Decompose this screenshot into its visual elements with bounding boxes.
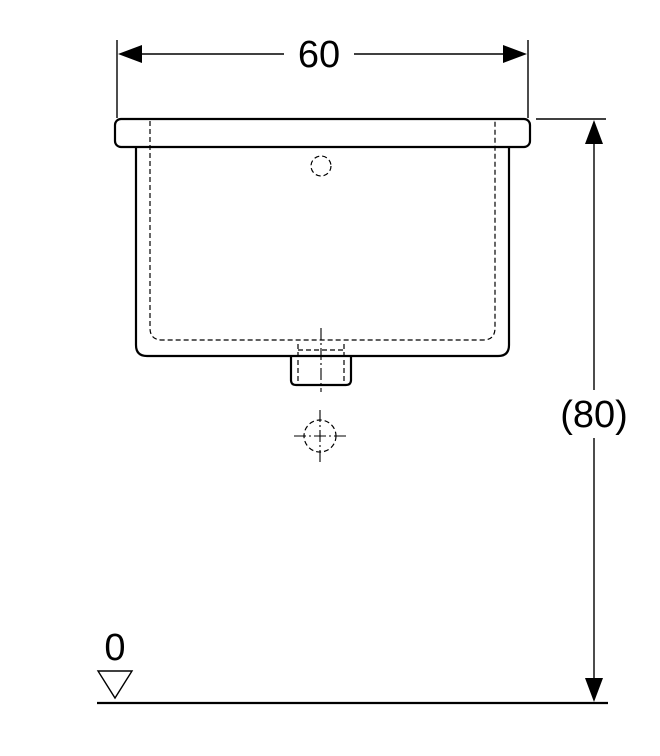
floor-level-label: 0 (104, 627, 125, 669)
basin-inner-hidden-outline (149, 121, 496, 341)
basin-rim (113, 117, 532, 149)
drain-connection-symbol (294, 410, 346, 464)
width-dimension: 60 (116, 34, 529, 118)
width-label: 60 (298, 34, 340, 76)
width-arrow-left (118, 45, 142, 63)
height-dimension: (80) (536, 118, 628, 702)
width-arrow-right (503, 45, 527, 63)
height-arrow-bottom (585, 678, 603, 702)
height-label: (80) (560, 394, 628, 436)
floor-level-triangle (96, 670, 134, 700)
overflow-hole (310, 155, 332, 177)
basin-bowl-outline (134, 147, 511, 358)
basin (113, 117, 532, 392)
waste-outlet-hidden-bore (297, 344, 345, 384)
floor-level-reference: 0 (96, 627, 608, 705)
height-arrow-top (585, 120, 603, 144)
